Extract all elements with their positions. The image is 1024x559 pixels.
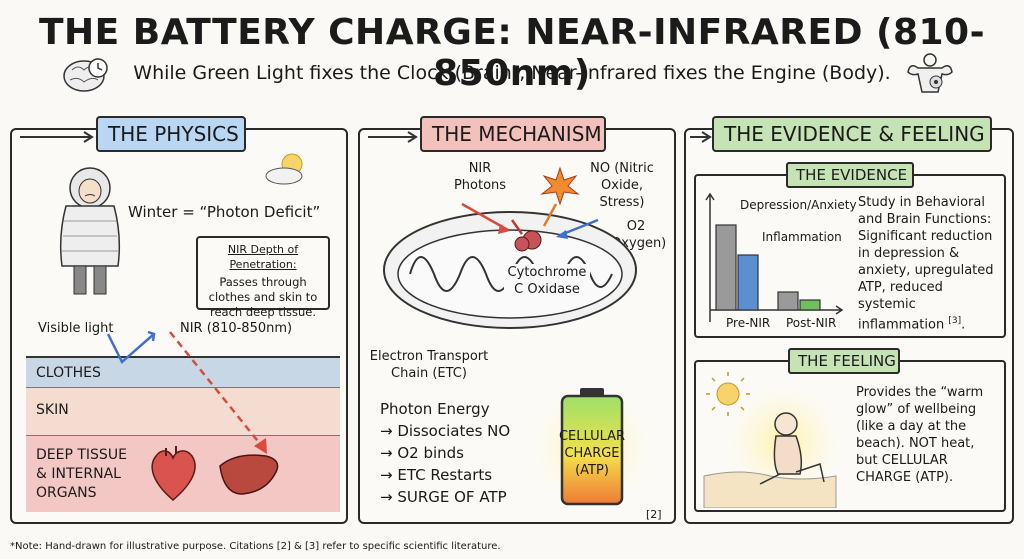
page-title: THE BATTERY CHARGE: NEAR-INFRARED (810-8… (38, 12, 986, 94)
study-cite: [3] (948, 316, 962, 326)
brain-clock-icon (62, 56, 110, 96)
step-3: → ETC Restarts (380, 466, 493, 484)
chart-label-post: Post-NIR (786, 316, 837, 330)
feeling-subtitle: THE FEELING (788, 348, 900, 374)
steps-heading: Photon Energy (380, 400, 490, 418)
bar-pre-nir-0 (715, 224, 737, 311)
layer-clothes-label: CLOTHES (36, 365, 101, 381)
person-icon (759, 412, 825, 485)
burst-icon (540, 166, 580, 206)
arrow-icon (20, 128, 100, 147)
mechanism-steps: Photon Energy → Dissociates NO → O2 bind… (380, 398, 510, 508)
evidence-chart (702, 192, 852, 332)
y-axis (705, 192, 715, 322)
beach-scene-icon (700, 372, 842, 509)
evidence-title: THE EVIDENCE & FEELING (712, 116, 992, 152)
bar-post-nir-1 (799, 299, 821, 311)
light-rays (60, 326, 320, 476)
no-label: NO (Nitric Oxide, Stress) (590, 161, 654, 210)
chart-svg (705, 192, 844, 322)
bar-pre-nir-1 (737, 254, 759, 311)
liver-icon (216, 450, 282, 498)
nir-depth-box: NIR Depth of Penetration: Passes through… (196, 236, 330, 319)
chart-label-pre: Pre-NIR (726, 316, 771, 330)
nir-photons-label: NIR Photons (453, 161, 507, 193)
step-2: → O2 binds (380, 444, 464, 462)
arrow-icon (368, 128, 424, 147)
study-body: Study in Behavioral and Brain Functions:… (858, 195, 994, 333)
sun-icon (262, 148, 312, 188)
etc-label: Electron Transport Chain (ETC) (369, 349, 489, 381)
battery-icon (532, 382, 652, 512)
feeling-text: Provides the “warm glow” of wellbeing (l… (856, 385, 984, 485)
nir-depth-body: Passes through clothes and skin to reach… (208, 275, 318, 319)
bar-post-nir-0 (777, 291, 799, 311)
step-4: → SURGE OF ATP (380, 488, 507, 506)
heart-icon (146, 442, 200, 504)
study-text: Study in Behavioral and Brain Functions:… (858, 195, 994, 333)
physics-title: THE PHYSICS (96, 116, 246, 152)
layer-deep-label: DEEP TISSUE & INTERNAL ORGANS (36, 447, 127, 501)
chart-label-inflammation: Inflammation (762, 230, 842, 244)
chart-label-depression: Depression/Anxiety (740, 198, 857, 212)
arrow-icon (690, 128, 718, 147)
cytochrome-label: Cytochrome C Oxidase (504, 264, 590, 298)
nir-depth-heading: NIR Depth of Penetration: (227, 243, 299, 271)
nir-label: NIR (810-850nm) (180, 321, 293, 336)
body-gear-icon (904, 52, 956, 98)
winter-label: Winter = “Photon Deficit” (128, 203, 321, 221)
evidence-subtitle: THE EVIDENCE (786, 162, 914, 188)
mechanism-citation: [2] (646, 508, 662, 521)
layer-skin: SKIN (26, 388, 340, 436)
visible-light-label: Visible light (38, 321, 114, 336)
page-subtitle: While Green Light fixes the Clock (Brain… (133, 62, 891, 84)
mechanism-title: THE MECHANISM (420, 116, 606, 152)
layer-skin-label: SKIN (36, 402, 69, 418)
step-1: → Dissociates NO (380, 422, 511, 440)
footer-note: *Note: Hand-drawn for illustrative purpo… (10, 541, 501, 552)
layer-clothes: CLOTHES (26, 356, 340, 388)
battery-label: CELLULAR CHARGE (ATP) (558, 429, 626, 478)
child-winter-icon (48, 166, 132, 306)
sun-beach-icon (716, 382, 740, 406)
